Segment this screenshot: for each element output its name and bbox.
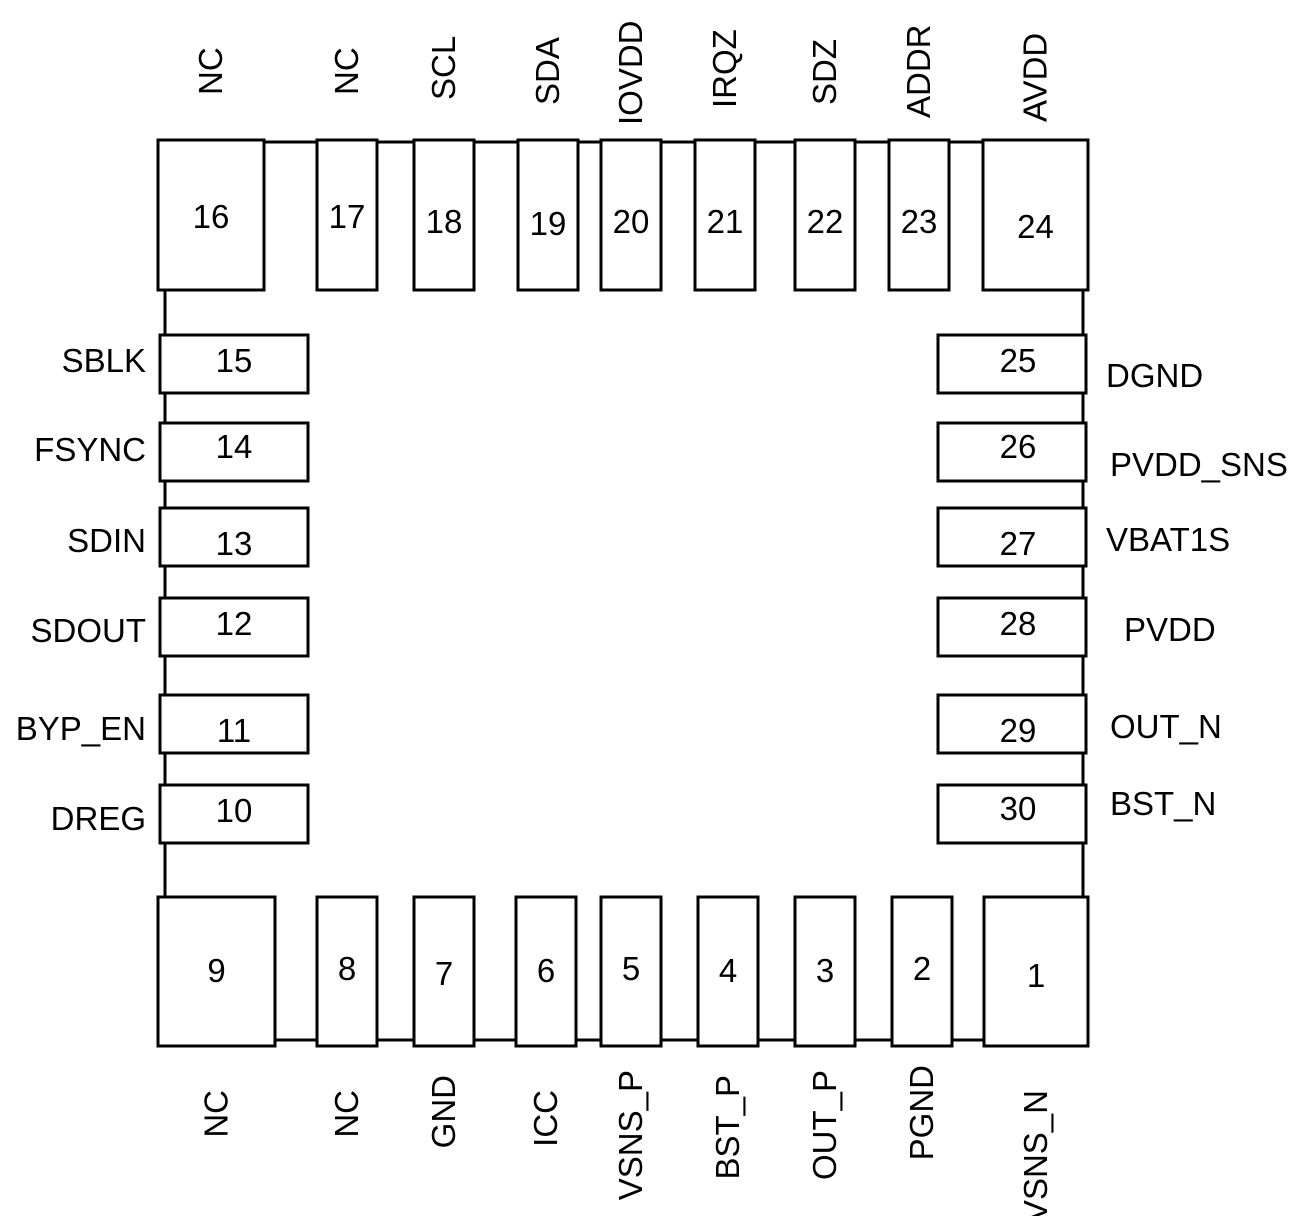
pin-24-pad	[981, 138, 1090, 292]
pin-23-label: ADDR	[900, 24, 937, 118]
pin-6-label: ICC	[527, 1090, 564, 1147]
pin-25-number: 25	[1000, 342, 1037, 379]
pin-19-label: SDA	[529, 37, 566, 105]
pin-27-number: 27	[1000, 525, 1037, 562]
pin-15-pad	[158, 333, 310, 395]
pin-8-pad	[315, 895, 379, 1048]
pin-7-number: 7	[435, 955, 453, 992]
pin-17-label: NC	[328, 47, 365, 95]
pin-24-label: AVDD	[1017, 33, 1054, 122]
pin-30-label: BST_N	[1110, 785, 1216, 822]
pin-29-pad	[936, 693, 1088, 755]
pin-13-pad	[158, 506, 310, 568]
pin-9-label: NC	[198, 1090, 235, 1138]
pin-12-pad	[158, 596, 310, 658]
pin-24-number: 24	[1017, 208, 1054, 245]
pin-5-label: VSNS_P	[612, 1070, 649, 1200]
pin-16-number: 16	[193, 198, 230, 235]
pin-14-number: 14	[216, 428, 253, 465]
pin-21-number: 21	[707, 203, 744, 240]
pin-28-number: 28	[1000, 605, 1037, 642]
pin-11-number: 11	[217, 712, 251, 749]
pin-16-pad	[156, 138, 266, 292]
pin-4-pad	[696, 895, 760, 1048]
pin-20-label: IOVDD	[612, 20, 649, 125]
pin-25-label: DGND	[1106, 357, 1203, 394]
pin-27-pad	[936, 506, 1088, 568]
pin-2-number: 2	[913, 950, 931, 987]
pin-20-number: 20	[613, 203, 650, 240]
pin-7-label: GND	[425, 1075, 462, 1148]
pin-1-number: 1	[1027, 957, 1045, 994]
pin-15-label: SBLK	[62, 342, 146, 379]
pin-6-number: 6	[537, 952, 555, 989]
pin-12-number: 12	[216, 605, 253, 642]
pin-22-label: SDZ	[806, 39, 843, 105]
pin-15-number: 15	[216, 342, 253, 379]
pin-30-number: 30	[1000, 790, 1037, 827]
pin-21-label: IRQZ	[706, 29, 743, 108]
pads	[156, 138, 1090, 1048]
pin-30-pad	[936, 783, 1088, 845]
pin-18-number: 18	[426, 203, 463, 240]
pin-14-label: FSYNC	[34, 431, 146, 468]
pin-22-number: 22	[807, 203, 844, 240]
pin-16-label: NC	[192, 47, 229, 95]
pin-28-label: PVDD	[1124, 611, 1216, 648]
pin-11-label: BYP_EN	[16, 710, 146, 747]
pin-10-number: 10	[216, 792, 253, 829]
pin-labels: NC NC SCL SDA IOVDD IRQZ SDZ ADDR AVDD NC NC GND ICC…	[16, 20, 1288, 1216]
pin-26-pad	[936, 421, 1088, 483]
pin-11-pad	[158, 693, 310, 755]
pin-3-pad	[793, 895, 857, 1048]
pin-6-pad	[514, 895, 578, 1048]
pin-29-label: OUT_N	[1110, 708, 1222, 745]
pin-10-label: DREG	[51, 800, 146, 837]
pin-19-pad	[516, 138, 580, 292]
pin-22-pad	[793, 138, 857, 292]
pin-4-number: 4	[719, 952, 737, 989]
pin-21-pad	[693, 138, 757, 292]
pin-7-pad	[412, 895, 476, 1048]
pin-9-number: 9	[207, 952, 225, 989]
pin-5-pad	[599, 895, 663, 1048]
pin-4-label: BST_P	[709, 1075, 746, 1180]
pin-1-pad	[982, 895, 1090, 1048]
pin-8-label: NC	[328, 1090, 365, 1138]
pin-28-pad	[936, 596, 1088, 658]
pin-27-label: VBAT1S	[1106, 521, 1230, 558]
pin-13-label: SDIN	[67, 522, 146, 559]
pin-2-label: PGND	[903, 1065, 940, 1160]
pin-17-number: 17	[329, 198, 366, 235]
pin-9-pad	[156, 895, 277, 1048]
pin-23-number: 23	[901, 203, 938, 240]
pin-26-label: PVDD_SNS	[1110, 446, 1288, 483]
pin-29-number: 29	[1000, 712, 1037, 749]
pin-19-number: 19	[530, 205, 567, 242]
pin-25-pad	[936, 333, 1088, 395]
pin-23-pad	[887, 138, 951, 292]
pin-18-label: SCL	[425, 36, 462, 100]
pin-1-label: VSNS_N	[1017, 1090, 1054, 1216]
pin-14-pad	[158, 421, 310, 483]
pin-26-number: 26	[1000, 428, 1037, 465]
pin-17-pad	[315, 138, 379, 292]
pin-13-number: 13	[216, 525, 253, 562]
pin-20-pad	[599, 138, 663, 292]
pin-2-pad	[890, 895, 954, 1048]
pin-5-number: 5	[622, 950, 640, 987]
pin-12-label: SDOUT	[31, 612, 147, 649]
pin-3-number: 3	[816, 952, 834, 989]
pin-18-pad	[412, 138, 476, 292]
pin-10-pad	[158, 783, 310, 845]
pin-3-label: OUT_P	[806, 1070, 843, 1180]
pin-8-number: 8	[338, 950, 356, 987]
